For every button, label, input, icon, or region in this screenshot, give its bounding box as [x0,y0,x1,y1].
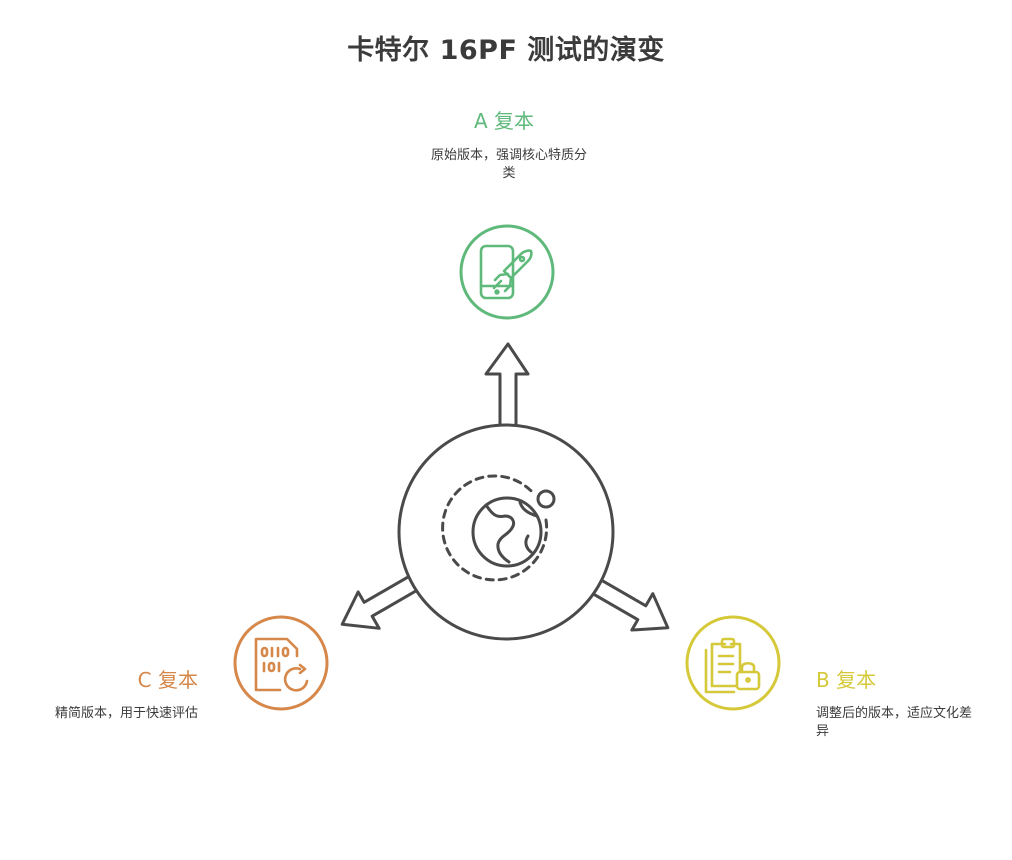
binary-file-refresh-icon [254,637,309,692]
diagram-title: 卡特尔 16PF 测试的演变 [347,35,665,66]
branch-a-description: 原始版本，强调核心特质分类 [430,148,587,181]
branch-c-description: 精简版本，用于快速评估 [54,706,198,721]
branch-a-heading: A 复本 [474,109,535,133]
arrow-to-a [484,342,530,430]
branch-b-description: 调整后的版本，适应文化差异 [816,706,973,739]
globe-icon [441,474,556,582]
phone-rocket-icon [479,244,533,300]
clipboard-lock-icon [704,637,761,694]
node-a-circle [459,224,555,320]
node-c-circle [233,615,329,711]
central-hub [397,423,615,641]
branch-c-heading: C 复本 [137,668,198,692]
branch-b-heading: B 复本 [816,668,877,692]
